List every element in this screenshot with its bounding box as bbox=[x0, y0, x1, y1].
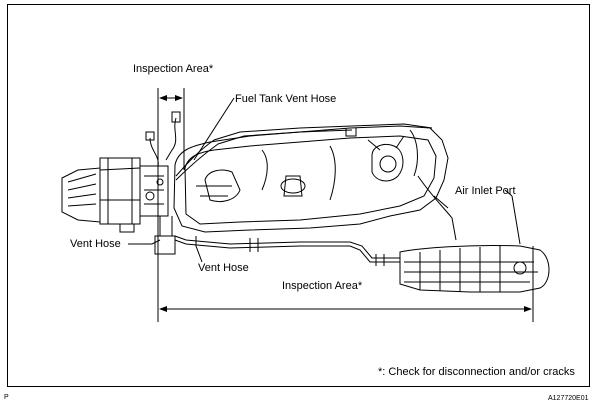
corner-mark: P bbox=[4, 394, 9, 401]
vent-hose-bottom-label: Vent Hose bbox=[198, 262, 249, 274]
inspection-area-top-label: Inspection Area* bbox=[133, 63, 214, 75]
leader-lines bbox=[128, 97, 513, 263]
figure-id: A127720E01 bbox=[548, 395, 589, 402]
figure-frame bbox=[7, 4, 590, 387]
filler-pipe-assembly bbox=[399, 195, 550, 293]
charcoal-canister bbox=[61, 111, 181, 255]
inspection-area-top-bracket bbox=[157, 88, 185, 170]
vent-hose-left-label: Vent Hose bbox=[70, 238, 121, 250]
fuel-tank bbox=[173, 125, 449, 233]
vent-hoses bbox=[174, 123, 457, 266]
inspection-area-bottom-dimension bbox=[157, 170, 534, 322]
footnote: *: Check for disconnection and/or cracks bbox=[378, 366, 575, 378]
air-inlet-port-label: Air Inlet Port bbox=[455, 185, 516, 197]
inspection-area-bottom-label: Inspection Area* bbox=[282, 280, 363, 292]
fuel-tank-vent-hose-label: Fuel Tank Vent Hose bbox=[235, 93, 337, 105]
drawing bbox=[61, 88, 550, 322]
